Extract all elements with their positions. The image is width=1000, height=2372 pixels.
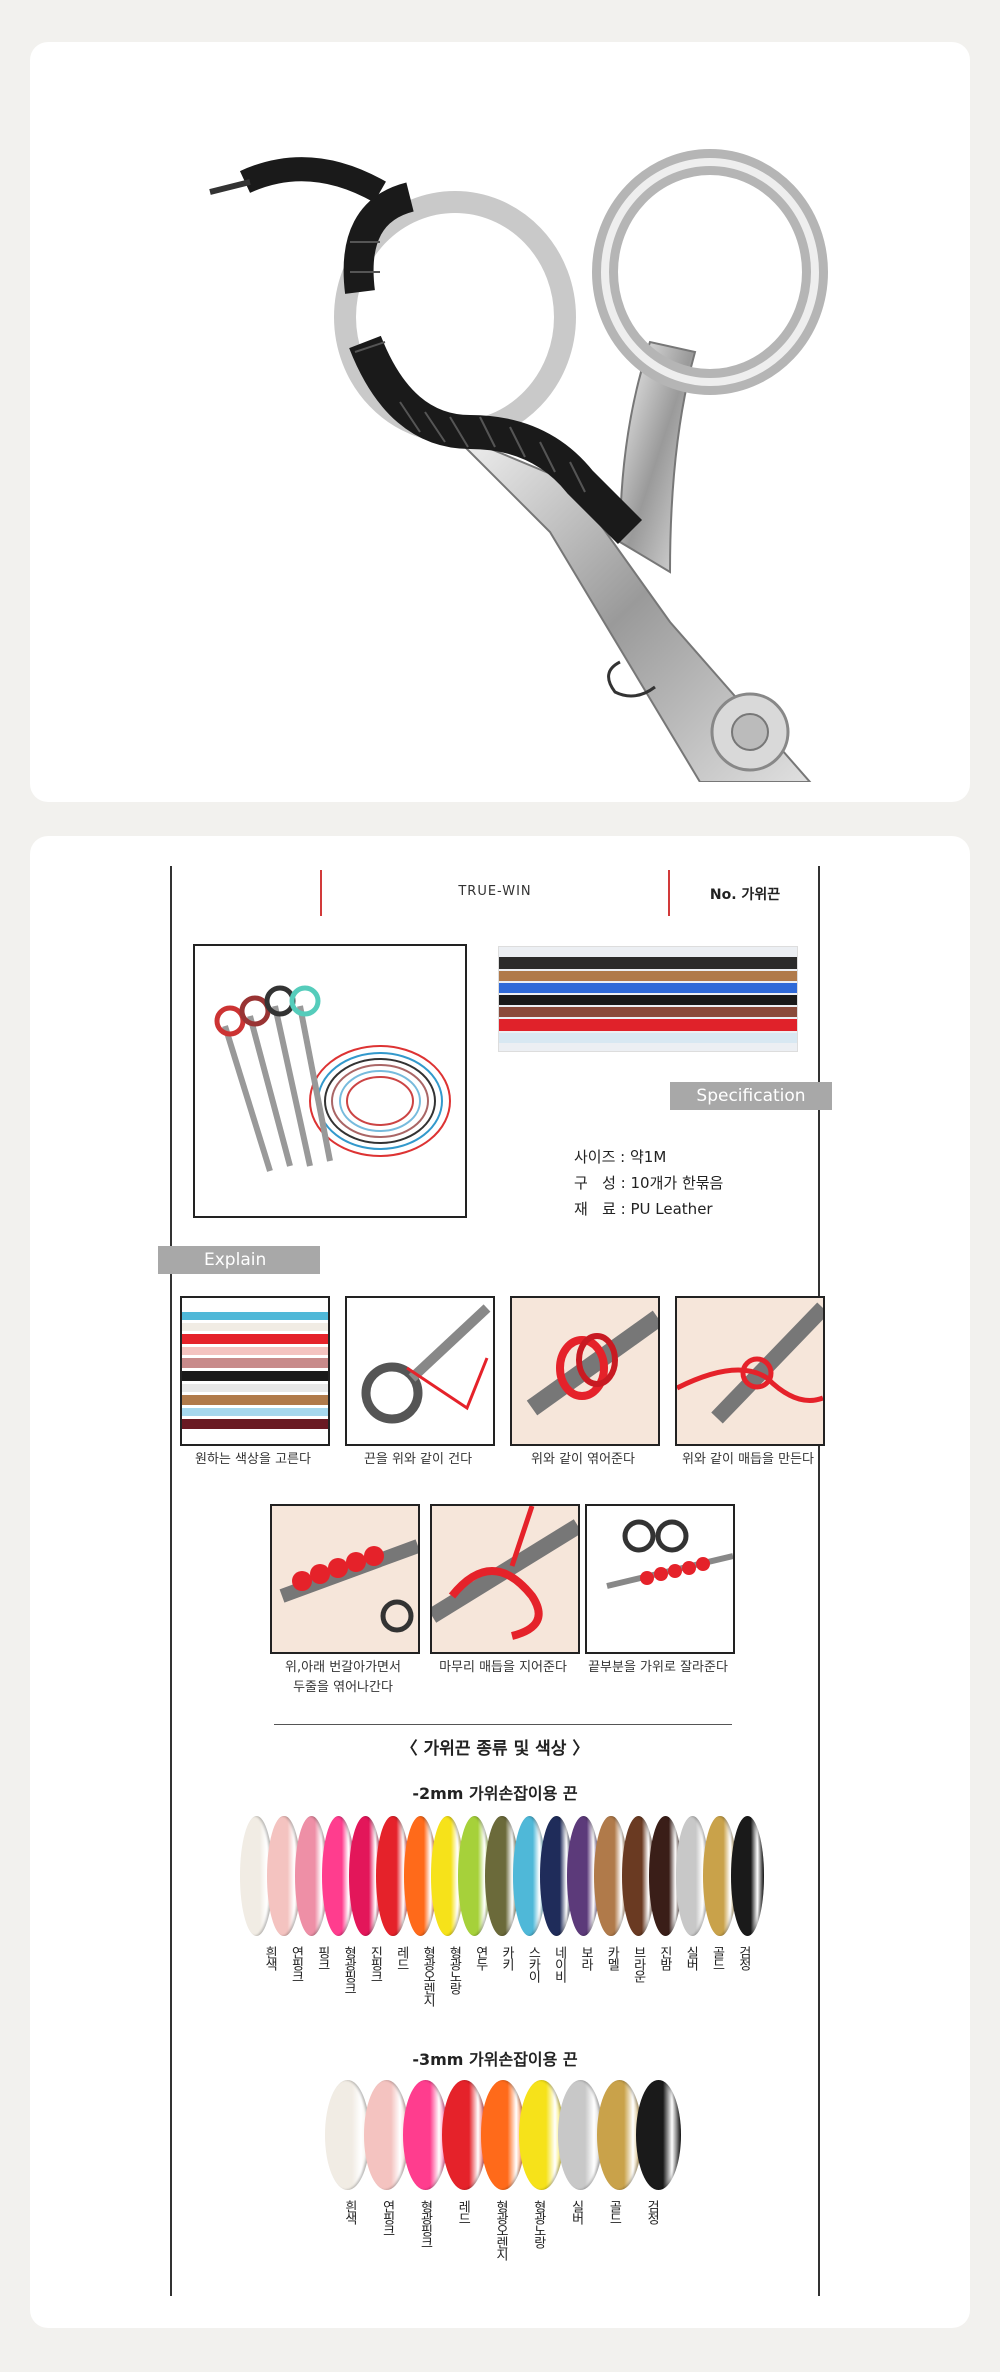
- product-number: No. 가위끈: [709, 887, 781, 903]
- mm3-swatch: [402, 2080, 448, 2190]
- mm2-color-label: 카키: [499, 1946, 514, 1970]
- cords-photo: [498, 946, 798, 1052]
- product-detail-card: TRUE-WIN No. 가위끈: [30, 836, 970, 2328]
- mm3-swatch: [636, 2080, 681, 2190]
- mm2-color-label: 형광핑크: [341, 1946, 357, 1994]
- step7-image: [585, 1504, 735, 1654]
- mm2-swatch-band: [240, 1816, 764, 1936]
- step2-image: [345, 1296, 495, 1446]
- mm2-color-labels: 흰색 연핑크 핑크 형광핑크 진핑크 레드 형광오렌지 형광노랑 연두 카키 스카이 네이비 보라 카멜 브…: [256, 1946, 756, 2066]
- mm2-color-label: 진핑크: [367, 1946, 383, 1982]
- header-divider: [668, 870, 670, 916]
- scissors-photo: [209, 149, 828, 782]
- frame-line-left: [170, 866, 172, 2296]
- step1-image: [180, 1296, 330, 1446]
- mm3-swatch: [325, 2080, 370, 2190]
- product-photo-card: [30, 42, 970, 802]
- mm2-color-label: 형광노랑: [446, 1946, 462, 1994]
- step4-caption: 위와 같이 매듭을 만든다: [682, 1452, 814, 1467]
- mm3-color-label: 검정: [644, 2200, 660, 2224]
- mm3-swatch: [480, 2080, 526, 2190]
- mm3-color-label: 형광노랑: [530, 2200, 546, 2248]
- step5-image: [270, 1504, 420, 1654]
- mm3-swatch: [441, 2080, 487, 2190]
- mm2-color-label: 보라: [577, 1946, 593, 1970]
- mm3-swatch: [597, 2080, 643, 2190]
- mm2-color-label: 흰색: [262, 1946, 278, 1970]
- mm2-color-label: 레드: [393, 1946, 409, 1970]
- step3-image: [510, 1296, 660, 1446]
- mm3-color-label: 흰색: [341, 2200, 357, 2224]
- mm2-color-label: 스카이: [525, 1946, 541, 1982]
- mm2-color-label: 브라운: [630, 1946, 646, 1982]
- mm3-swatch: [519, 2080, 565, 2190]
- spec-material: 재 료 : PU Leather: [574, 1200, 713, 1218]
- step2-caption: 끈을 위와 같이 건다: [363, 1452, 473, 1467]
- mm3-title: -3mm 가위손잡이용 끈: [412, 2050, 578, 2069]
- mm3-swatch: [558, 2080, 604, 2190]
- mm3-color-label: 형광핑크: [417, 2200, 433, 2248]
- bundle-photo: [193, 944, 467, 1218]
- mm3-color-label: 실버: [568, 2200, 584, 2224]
- mm2-color-label: 핑크: [314, 1946, 330, 1970]
- mm2-color-label: 연핑크: [288, 1946, 304, 1982]
- specification-label: Specification: [670, 1082, 832, 1110]
- mm3-color-labels: 흰색 연핑크 형광핑크 레드 형광오렌지 형광노랑 실버 골드 검정: [330, 2200, 670, 2310]
- mm2-color-label: 진밤: [656, 1946, 672, 1970]
- mm2-color-label: 골드: [709, 1946, 725, 1970]
- mm3-color-label: 연핑크: [379, 2200, 395, 2236]
- step6-image: [430, 1504, 580, 1654]
- mm3-swatch: [363, 2080, 409, 2190]
- mm2-swatch: [730, 1816, 764, 1936]
- frame-line-right: [818, 866, 820, 2296]
- section-divider: [274, 1724, 732, 1725]
- types-title: 〈 가위끈 종류 및 색상 〉: [400, 1739, 590, 1759]
- mm2-color-label: 형광오렌지: [420, 1946, 436, 2006]
- mm2-color-label: 카멜: [604, 1946, 620, 1970]
- header-divider: [320, 870, 322, 916]
- brand-header: TRUE-WIN: [458, 884, 532, 899]
- mm3-color-label: 형광오렌지: [493, 2200, 508, 2260]
- step4-image: [675, 1296, 825, 1446]
- spec-size: 사이즈 : 약1M: [574, 1148, 667, 1166]
- mm3-swatch-band: [325, 2080, 681, 2190]
- step1-caption: 원하는 색상을 고른다: [195, 1452, 311, 1467]
- mm3-color-label: 골드: [606, 2200, 622, 2224]
- step7-caption: 끝부분을 가위로 잘라준다: [588, 1660, 728, 1675]
- mm2-color-label: 실버: [683, 1946, 699, 1970]
- step6-caption: 마무리 매듭을 지어준다: [439, 1660, 567, 1675]
- mm2-color-label: 연두: [472, 1946, 488, 1970]
- mm2-color-label: 네이비: [551, 1946, 567, 1982]
- step3-caption: 위와 같이 엮어준다: [531, 1452, 635, 1467]
- mm2-color-label: 검정: [735, 1946, 751, 1970]
- spec-composition: 구 성 : 10개가 한묶음: [574, 1174, 724, 1192]
- mm2-title: -2mm 가위손잡이용 끈: [412, 1784, 578, 1803]
- mm3-color-label: 레드: [455, 2200, 471, 2224]
- explain-label: Explain: [158, 1246, 320, 1274]
